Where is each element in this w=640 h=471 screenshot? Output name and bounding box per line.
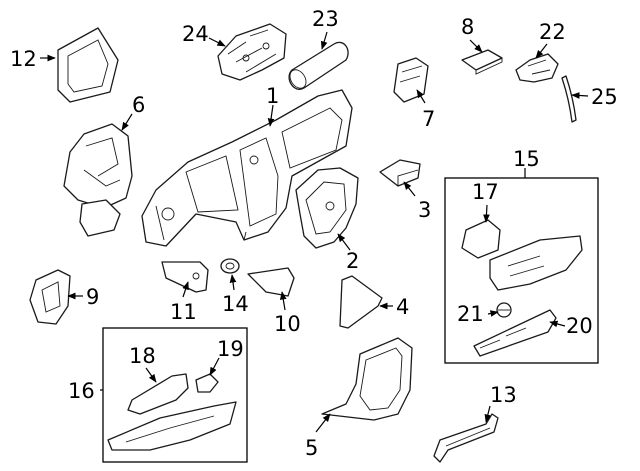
callout-labels: 12 24 23 8 22 25 7 1 6 3 2 4 9 11 14 10 … <box>10 7 618 460</box>
group-box-15 <box>444 177 599 364</box>
part-25-trim-strip[interactable] <box>561 75 577 123</box>
callout-15: 15 <box>513 147 540 171</box>
callout-19: 19 <box>217 337 244 361</box>
part-24-bracket[interactable] <box>217 23 287 81</box>
callout-10: 10 <box>274 312 301 336</box>
part-20-trim[interactable] <box>473 309 557 357</box>
callout-25: 25 <box>591 85 618 109</box>
callout-18: 18 <box>129 344 156 368</box>
part-10-panel[interactable] <box>247 267 295 297</box>
callout-4: 4 <box>396 295 409 319</box>
part-3-clip[interactable] <box>379 159 421 187</box>
part-13-handle[interactable] <box>433 413 499 463</box>
part-22-bracket[interactable] <box>515 53 559 83</box>
callout-8: 8 <box>461 15 474 39</box>
callout-20: 20 <box>566 314 593 338</box>
part-5-glove-box[interactable] <box>321 337 413 421</box>
part-16-lower-panel[interactable] <box>107 401 237 451</box>
part-17-cover[interactable] <box>461 219 501 259</box>
callout-9: 9 <box>86 285 99 309</box>
part-23-airbag-cylinder[interactable] <box>287 41 349 91</box>
part-11-end-cover[interactable] <box>161 261 209 293</box>
callout-22: 22 <box>539 20 566 44</box>
callout-24: 24 <box>182 22 209 46</box>
part-8-pad[interactable] <box>461 49 503 75</box>
part-12-bezel[interactable] <box>57 27 119 103</box>
part-9-trim[interactable] <box>29 269 71 325</box>
part-6-frame[interactable] <box>63 123 133 237</box>
part-15-console-panel[interactable] <box>489 235 583 291</box>
callout-17: 17 <box>472 180 499 204</box>
callout-6: 6 <box>132 93 145 117</box>
part-7-bracket[interactable] <box>393 57 429 103</box>
part-14-grommet[interactable] <box>220 258 240 274</box>
callout-11: 11 <box>170 300 197 324</box>
callout-12: 12 <box>10 47 37 71</box>
part-18-duct[interactable] <box>127 373 189 415</box>
part-4-end-panel[interactable] <box>339 275 383 329</box>
part-21-clip[interactable] <box>496 302 512 318</box>
callout-7: 7 <box>422 107 435 131</box>
part-2-bracket[interactable] <box>295 167 359 249</box>
callout-23: 23 <box>312 7 339 31</box>
callout-16: 16 <box>68 379 95 403</box>
callout-14: 14 <box>222 292 249 316</box>
callout-21: 21 <box>457 302 484 326</box>
callout-5: 5 <box>305 436 318 460</box>
group-box-16 <box>102 327 248 463</box>
callout-1: 1 <box>266 84 279 108</box>
leader-lines <box>40 31 589 433</box>
callout-3: 3 <box>418 198 431 222</box>
callout-13: 13 <box>490 383 517 407</box>
callout-2: 2 <box>346 249 359 273</box>
part-19-clip[interactable] <box>195 373 219 393</box>
